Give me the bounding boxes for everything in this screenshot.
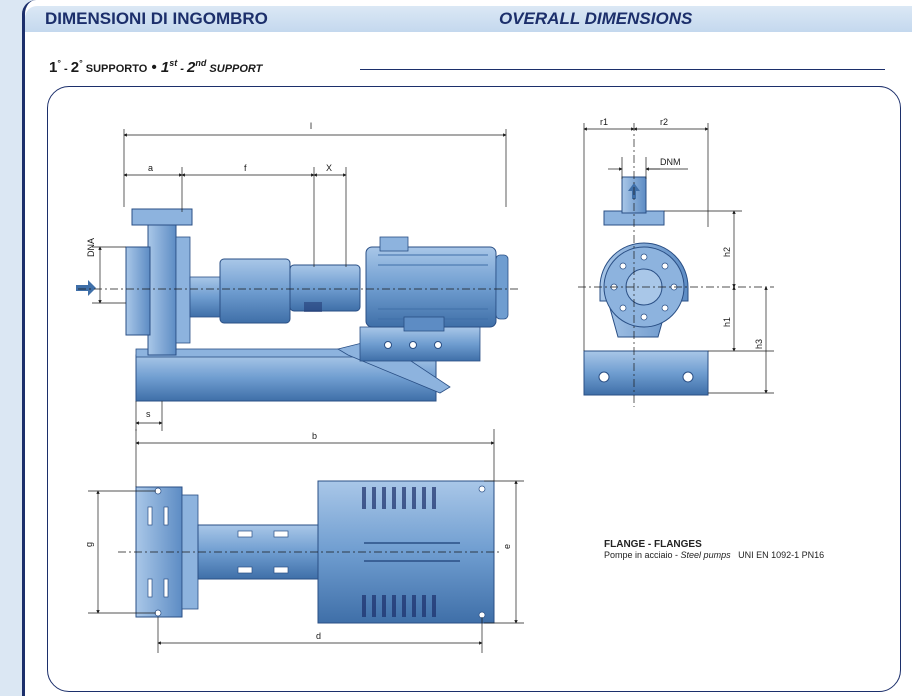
header-title-italian: DIMENSIONI DI INGOMBRO [45, 9, 268, 28]
dim-label-dna: DNA [86, 238, 96, 257]
subtitle-dash-1: - [60, 63, 71, 75]
technical-drawing: l a f X DNA s [76, 117, 774, 653]
dim-label-dnm: DNM [660, 157, 681, 167]
flange-desc-en: Steel pumps [680, 550, 731, 560]
dim-label-b: b [312, 431, 317, 441]
subtitle-en-n2: 2 [187, 59, 196, 76]
dim-label-r2: r2 [660, 117, 668, 127]
flange-standard: UNI EN 1092-1 PN16 [730, 550, 825, 560]
subtitle-rule [360, 69, 885, 70]
flange-description: Pompe in acciaio - Steel pumps UNI EN 10… [604, 550, 824, 560]
flange-title: FLANGE - FLANGES [604, 539, 702, 550]
subtitle-bullet: • [147, 59, 161, 76]
dim-label-g: g [84, 542, 94, 547]
side-view-dimensions [78, 129, 518, 431]
top-view-dimensions [88, 429, 524, 653]
section-header: DIMENSIONI DI INGOMBRO OVERALL DIMENSION… [25, 6, 912, 32]
dim-label-e: e [502, 544, 512, 549]
dim-label-h2: h2 [722, 247, 732, 257]
dim-label-h1: h1 [722, 317, 732, 327]
inlet-arrow-icon [76, 280, 96, 296]
front-view-pump [583, 176, 709, 396]
subtitle-n2: 2 [70, 59, 80, 76]
dim-label-l: l [310, 121, 312, 131]
support-subtitle: 1° - 2° SUPPORTO • 1st - 2nd SUPPORT [49, 58, 262, 76]
dim-label-h3: h3 [754, 339, 764, 349]
page: DIMENSIONI DI INGOMBRO OVERALL DIMENSION… [22, 0, 912, 696]
header-title-english: OVERALL DIMENSIONS [499, 9, 693, 28]
side-view-pump [76, 208, 509, 402]
subtitle-en-n1: 1 [160, 59, 170, 76]
dim-label-s: s [146, 409, 151, 419]
subtitle-degree-1: ° [57, 58, 61, 68]
flange-desc-it: Pompe in acciaio - [604, 550, 681, 560]
subtitle-word-it: SUPPORTO [82, 63, 148, 75]
subtitle-en-sup2: nd [195, 58, 207, 68]
subtitle-degree-2: ° [79, 58, 83, 68]
dim-label-r1: r1 [600, 117, 608, 127]
subtitle-en-sup1: st [169, 58, 178, 68]
dim-label-x: X [326, 163, 332, 173]
subtitle-en-dash: - [177, 63, 188, 75]
dim-label-d: d [316, 631, 321, 641]
dim-label-f: f [244, 163, 247, 173]
front-view-dimensions [578, 123, 774, 407]
subtitle-word-en: SUPPORT [206, 63, 263, 75]
flange-note: FLANGE - FLANGES Pompe in acciaio - Stee… [604, 539, 824, 560]
subtitle-n1: 1 [49, 59, 58, 76]
drawing-frame: l a f X DNA s [47, 86, 901, 692]
dim-label-a: a [148, 163, 153, 173]
